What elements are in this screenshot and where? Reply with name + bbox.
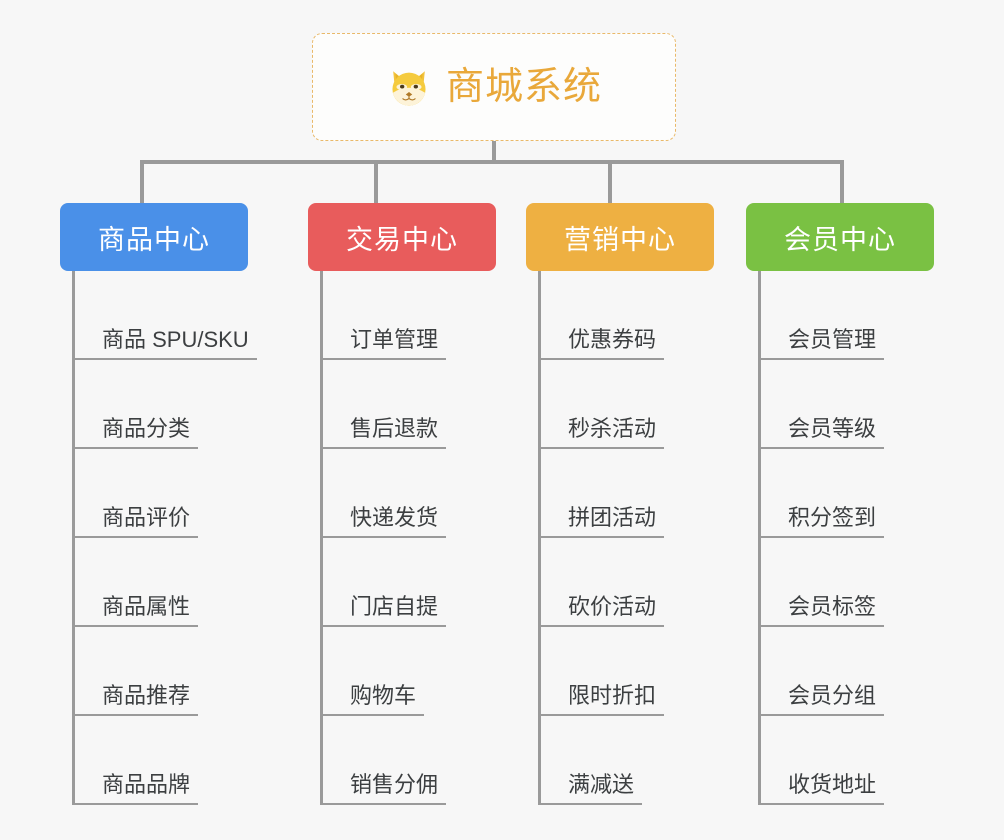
leaf-label: 会员分组 (758, 683, 885, 716)
leaf-list-3: 优惠券码 秒杀活动 拼团活动 砍价活动 限时折扣 满减送 (538, 271, 665, 805)
leaf-item[interactable]: 订单管理 (320, 271, 447, 360)
leaf-item[interactable]: 商品品牌 (72, 716, 257, 805)
leaf-label: 商品分类 (72, 416, 199, 449)
leaf-item[interactable]: 商品 SPU/SKU (72, 271, 257, 360)
leaf-label: 商品评价 (72, 505, 199, 538)
leaf-label: 优惠券码 (538, 327, 665, 360)
connector-drop-4 (840, 160, 844, 205)
connector-drop-2 (374, 160, 378, 205)
leaf-item[interactable]: 商品评价 (72, 449, 257, 538)
leaf-list-2: 订单管理 售后退款 快递发货 门店自提 购物车 销售分佣 (320, 271, 447, 805)
leaf-item[interactable]: 会员标签 (758, 538, 885, 627)
leaf-item[interactable]: 商品推荐 (72, 627, 257, 716)
connector-drop-3 (608, 160, 612, 205)
leaf-label: 满减送 (538, 772, 643, 805)
leaf-item[interactable]: 满减送 (538, 716, 664, 805)
leaf-label: 会员管理 (758, 327, 885, 360)
leaf-label: 商品属性 (72, 594, 199, 627)
leaf-label: 拼团活动 (538, 505, 665, 538)
leaf-label: 销售分佣 (320, 772, 447, 805)
connector-root-stem (492, 141, 496, 163)
leaf-item[interactable]: 会员管理 (758, 271, 885, 360)
category-column-2: 交易中心 订单管理 售后退款 快递发货 门店自提 购物车 销售分佣 (308, 203, 496, 805)
leaf-list-1: 商品 SPU/SKU 商品分类 商品评价 商品属性 商品推荐 商品品牌 (72, 271, 257, 805)
leaf-item[interactable]: 快递发货 (320, 449, 447, 538)
leaf-item[interactable]: 秒杀活动 (538, 360, 665, 449)
category-column-3: 营销中心 优惠券码 秒杀活动 拼团活动 砍价活动 限时折扣 满减送 (526, 203, 714, 805)
leaf-item[interactable]: 限时折扣 (538, 627, 665, 716)
leaf-item[interactable]: 销售分佣 (320, 716, 447, 805)
leaf-label: 订单管理 (320, 327, 447, 360)
shiba-dog-icon (392, 71, 426, 106)
leaf-item[interactable]: 优惠券码 (538, 271, 665, 360)
leaf-label: 会员等级 (758, 416, 885, 449)
category-header-4[interactable]: 会员中心 (746, 203, 934, 271)
leaf-item[interactable]: 商品属性 (72, 538, 257, 627)
leaf-item[interactable]: 砍价活动 (538, 538, 665, 627)
leaf-label: 商品品牌 (72, 772, 199, 805)
leaf-label: 砍价活动 (538, 594, 665, 627)
connector-horizontal-bus (140, 160, 844, 164)
leaf-list-4: 会员管理 会员等级 积分签到 会员标签 会员分组 收货地址 (758, 271, 885, 805)
leaf-item[interactable]: 拼团活动 (538, 449, 665, 538)
category-column-4: 会员中心 会员管理 会员等级 积分签到 会员标签 会员分组 收货地址 (746, 203, 934, 805)
leaf-label: 限时折扣 (538, 683, 665, 716)
leaf-label: 收货地址 (758, 772, 885, 805)
leaf-label: 购物车 (320, 683, 425, 716)
category-column-1: 商品中心 商品 SPU/SKU 商品分类 商品评价 商品属性 商品推荐 商品品牌 (60, 203, 257, 805)
category-header-1[interactable]: 商品中心 (60, 203, 248, 271)
leaf-label: 快递发货 (320, 505, 447, 538)
connector-drop-1 (140, 160, 144, 205)
leaf-label: 门店自提 (320, 594, 447, 627)
root-title: 商城系统 (445, 66, 602, 108)
root-node[interactable]: 商城系统 (312, 33, 676, 141)
leaf-item[interactable]: 会员分组 (758, 627, 885, 716)
category-header-2[interactable]: 交易中心 (308, 203, 496, 271)
leaf-item[interactable]: 门店自提 (320, 538, 447, 627)
leaf-item[interactable]: 购物车 (320, 627, 446, 716)
leaf-label: 会员标签 (758, 594, 885, 627)
leaf-label: 商品 SPU/SKU (72, 327, 257, 360)
category-header-3[interactable]: 营销中心 (526, 203, 714, 271)
leaf-item[interactable]: 会员等级 (758, 360, 885, 449)
leaf-item[interactable]: 商品分类 (72, 360, 257, 449)
leaf-item[interactable]: 售后退款 (320, 360, 447, 449)
leaf-label: 积分签到 (758, 505, 885, 538)
leaf-item[interactable]: 积分签到 (758, 449, 885, 538)
leaf-item[interactable]: 收货地址 (758, 716, 885, 805)
leaf-label: 商品推荐 (72, 683, 199, 716)
leaf-label: 秒杀活动 (538, 416, 665, 449)
leaf-label: 售后退款 (320, 416, 447, 449)
